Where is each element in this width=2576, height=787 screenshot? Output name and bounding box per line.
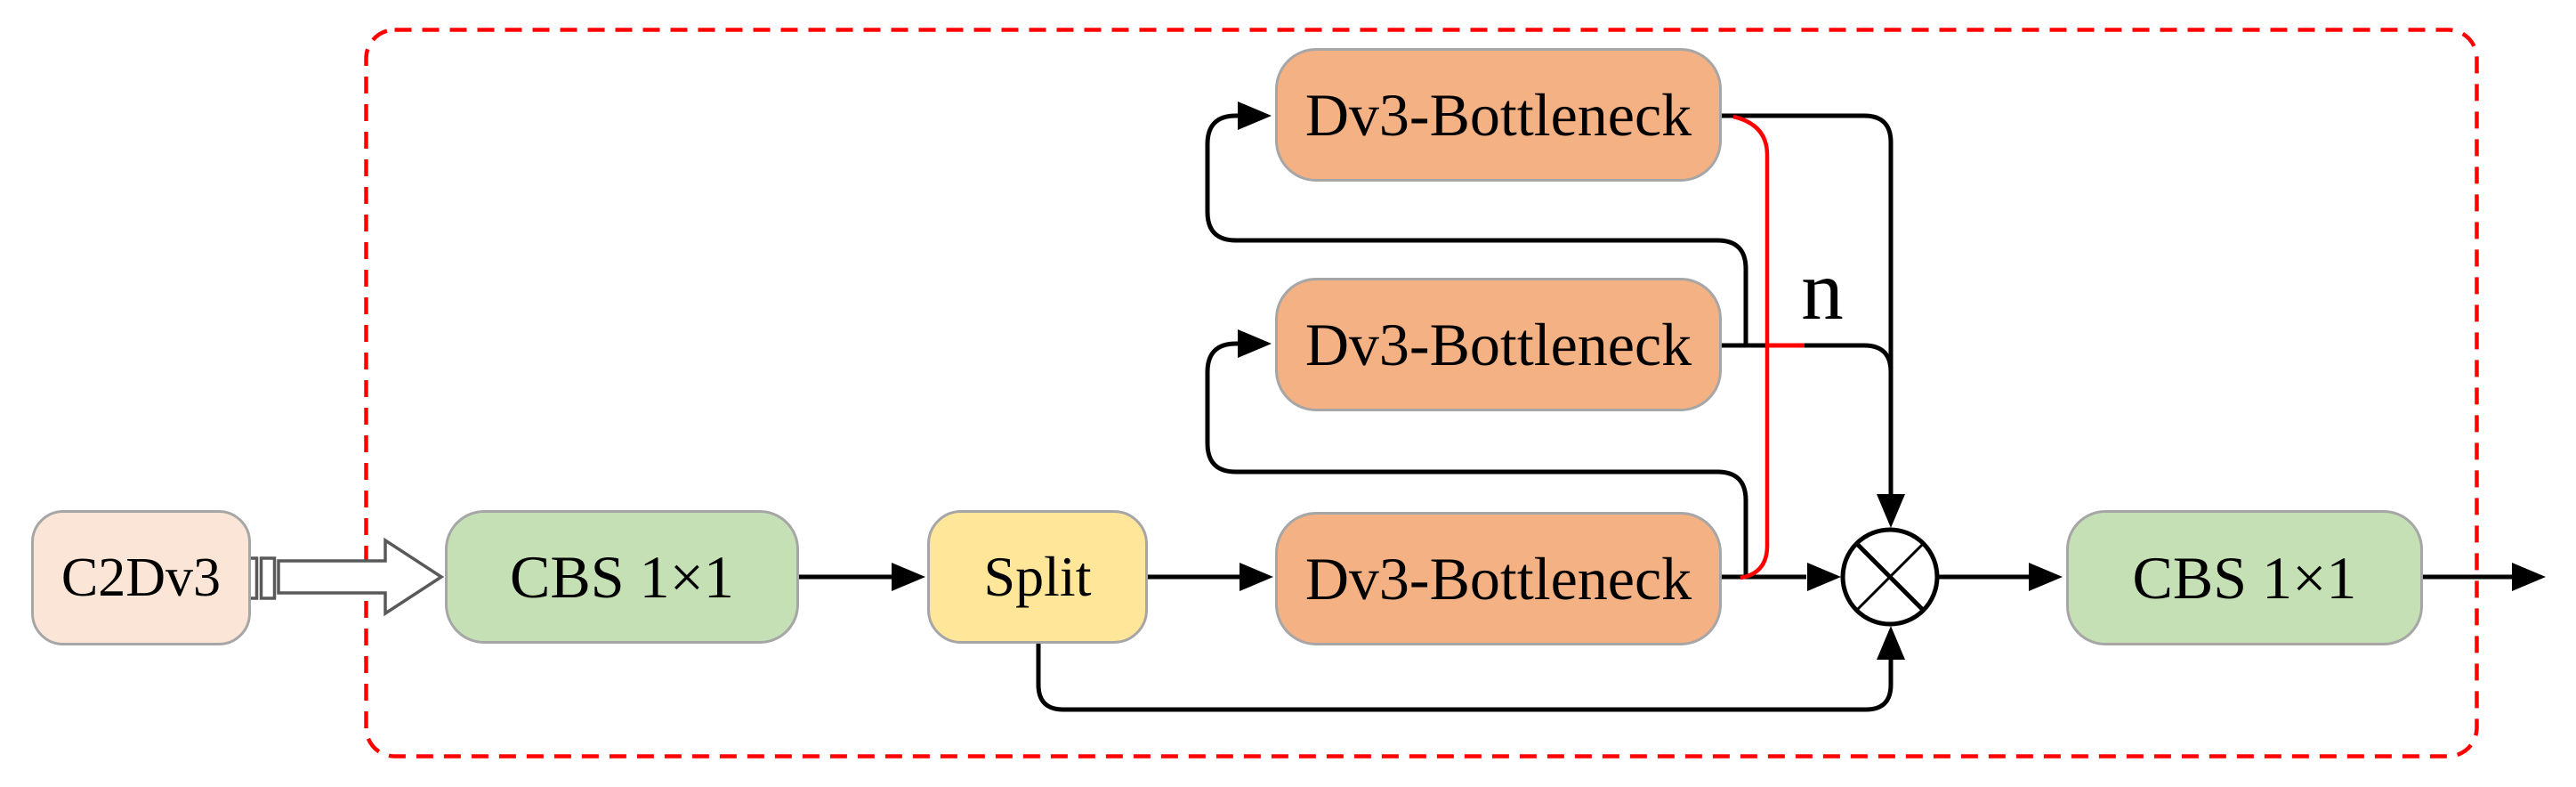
flow-lines — [799, 101, 2546, 712]
node-dv3-bottleneck-bottom: Dv3-Bottleneck — [1275, 512, 1722, 645]
node-dv3-bottleneck-top: Dv3-Bottleneck — [1275, 48, 1722, 182]
node-c2dv3: C2Dv3 — [31, 510, 251, 645]
block-arrow-icon — [246, 537, 445, 617]
node-cbs-1x1-out: CBS 1×1 — [2066, 510, 2423, 645]
node-split: Split — [927, 510, 1148, 644]
node-dv3-bottleneck-middle: Dv3-Bottleneck — [1275, 278, 1722, 411]
repeat-count-label: n — [1801, 242, 1844, 337]
node-cbs-1x1-in: CBS 1×1 — [445, 510, 799, 644]
module-boundary-dashed-rect — [364, 28, 2479, 759]
circled-cross-concat-icon — [1840, 527, 1940, 627]
repeat-bracket-line — [1732, 114, 1805, 580]
